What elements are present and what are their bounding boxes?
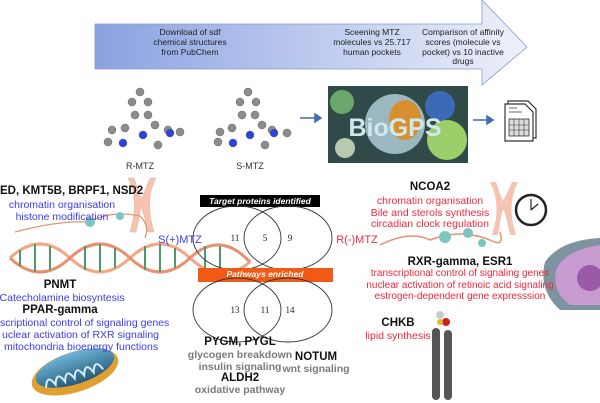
cell-nucleus-image	[543, 238, 600, 310]
targets-r-only: 9	[287, 233, 293, 243]
center-genes-2: ALDH2	[220, 372, 260, 384]
left-function: uclear activation of RXR signaling	[2, 329, 159, 341]
right-function: Bile and sterols synthesis	[370, 207, 490, 219]
right-function: transcriptional control of signaling gen…	[370, 268, 550, 279]
pathways-r-only: 14	[285, 305, 295, 315]
chromosome-icon	[127, 177, 157, 233]
step-download: Download of sdf chemical structures from…	[153, 27, 227, 57]
targets-title-bar	[200, 195, 320, 207]
clock-icon	[514, 193, 548, 227]
arrow-right-icon	[300, 112, 495, 126]
right-function: lipid synthesis	[365, 330, 431, 342]
left-function: mitochondria bioenergy functions	[4, 341, 159, 353]
step-screening: Sceening MTZ molecules vs 25.717 human p…	[333, 27, 411, 57]
pathways-shared: 11	[260, 305, 270, 315]
targets-s-only: 11	[230, 233, 240, 243]
left-genes-3: PPAR-gamma	[22, 304, 98, 316]
biogps-logo-image: BioGPS	[328, 86, 468, 163]
pathways-s-only: 13	[230, 305, 240, 315]
chromosome-icon	[490, 182, 518, 235]
right-function: circadian clock regulation	[371, 218, 489, 230]
table-document-icon	[504, 100, 537, 142]
left-function: histone modification	[15, 211, 109, 223]
dna-strand-image	[379, 228, 502, 247]
center-genes-3: NOTUM	[294, 351, 338, 363]
targets-shared: 5	[262, 233, 268, 243]
center-function: wnt signaling	[282, 363, 350, 375]
center-function: insulin signaling	[198, 361, 282, 373]
r-mtz-label: R-MTZ	[126, 161, 154, 171]
pathways-title: Pathways enriched	[226, 269, 304, 279]
left-genes-1: ED, KMT5B, BRPF1, NSD2	[0, 185, 144, 197]
targets-title: Target proteins identified	[209, 196, 311, 206]
right-function: estrogen-dependent gene expresssion	[374, 291, 546, 302]
right-function: chromatin organisation	[376, 195, 484, 207]
pipeline-arrow	[94, 0, 528, 86]
s-mtz-molecule	[213, 87, 292, 150]
venn-circle-s	[192, 277, 282, 343]
biogps-logo-text: BioGPS	[348, 114, 441, 142]
right-genes-3: CHKB	[381, 317, 415, 329]
left-function: chromatin organisation	[8, 199, 116, 211]
right-genes-2: RXR-gamma, ESR1	[407, 256, 513, 268]
r-mtz-molecule	[103, 87, 185, 150]
center-function: glycogen breakdown	[187, 349, 293, 361]
mitochondria-image	[31, 348, 119, 396]
left-function: Catecholamine biosyntesis	[0, 292, 125, 304]
right-function: nuclear activation of retinoic acid sign…	[366, 280, 554, 291]
venn-circle-r	[243, 277, 333, 343]
center-genes-1: PYGM, PYGL	[204, 336, 276, 348]
left-function: scriptional control of signaling genes	[0, 317, 170, 329]
pathways-venn	[192, 277, 333, 343]
center-function: oxidative pathway	[194, 384, 286, 396]
s-mtz-venn-label: S(+)MTZ	[158, 234, 202, 246]
step-comparison: Comparison of affinity scores (molecule …	[421, 27, 505, 67]
right-genes-1: NCOA2	[409, 181, 451, 193]
s-mtz-label: S-MTZ	[236, 161, 264, 171]
lipid-molecule-image	[432, 311, 452, 400]
left-genes-2: PNMT	[43, 279, 77, 291]
r-mtz-venn-label: R(-)MTZ	[336, 234, 378, 246]
